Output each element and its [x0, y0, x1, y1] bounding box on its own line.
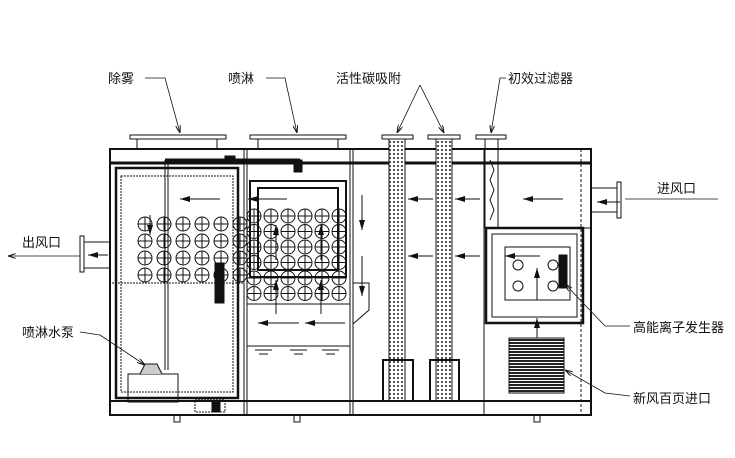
packing-ring-cross: [176, 251, 190, 265]
legs: [173, 414, 541, 423]
packing-ring-cross: [264, 209, 278, 223]
outlet-flange: [79, 235, 110, 273]
packing-ring-cross: [195, 217, 209, 231]
packing-ring-cross: [298, 286, 312, 301]
packing-ring-cross: [233, 268, 247, 282]
packing-ring-cross: [247, 240, 261, 254]
label-demister: 除雾: [108, 72, 135, 87]
spray-nozzle: [293, 159, 303, 173]
packing-ring-cross: [332, 271, 346, 285]
packing-ring-cross: [176, 268, 190, 282]
packing-ring-cross: [214, 251, 228, 265]
spray-window-inner: [257, 187, 339, 271]
fresh-air-louvre: [508, 337, 565, 394]
packing-ring-cross: [281, 240, 295, 254]
packing-ring-cross: [281, 209, 295, 223]
packing-ring-cross: [233, 251, 247, 265]
door-panel-inner: [120, 175, 234, 393]
label-spray-pump: 喷淋水泵: [22, 326, 75, 341]
packing-ring-cross: [176, 234, 190, 248]
packing-ring-cross: [298, 209, 312, 223]
packing-ring-cross: [195, 268, 209, 282]
label-ion-generator: 高能离子发生器: [633, 321, 725, 336]
leader-carbon-2: [419, 84, 444, 133]
packing-ring-cross: [332, 209, 346, 223]
packing-ring-cross: [195, 251, 209, 265]
carbon-bed-1-base: [382, 359, 414, 402]
packing-ring-cross: [298, 271, 312, 285]
label-primary-filter: 初效过滤器: [508, 72, 574, 87]
water-level-marks: [255, 349, 339, 355]
door-handle: [214, 262, 225, 304]
carbon-bed-2: [435, 138, 453, 402]
packing-ring-cross: [281, 271, 295, 285]
packing-ring-cross: [157, 217, 171, 231]
packing-ring-cross: [233, 217, 247, 231]
packing-ring-cross: [157, 251, 171, 265]
packing-ring-cross: [315, 255, 329, 270]
packing-ring-cross: [298, 255, 312, 270]
packing-ring-cross: [315, 240, 329, 254]
packing-ring-cross: [281, 224, 295, 239]
packing-ring-cross: [138, 234, 152, 248]
inlet-flange: [591, 181, 622, 219]
packing-ring-cross: [298, 240, 312, 254]
packing-ring-cross: [138, 251, 152, 265]
airflow-arrows: [88, 195, 620, 338]
label-spray: 喷淋: [228, 72, 255, 87]
ion-generator: [484, 226, 585, 325]
packing-ring-cross: [264, 255, 278, 270]
packing-ring-cross: [247, 271, 261, 285]
packing-ring-cross: [157, 268, 171, 282]
packing-ring-cross: [247, 224, 261, 239]
packing-ring-cross: [247, 286, 261, 301]
packing-ring-cross: [332, 240, 346, 254]
section-dividers: [243, 149, 582, 415]
spray-pipe: [164, 155, 303, 370]
packing-ring-cross: [195, 234, 209, 248]
label-activated-carbon: 活性碳吸附: [336, 72, 402, 87]
carbon-bed-1: [388, 138, 406, 402]
leader-demister: [145, 77, 180, 133]
packing-ring-cross: [214, 234, 228, 248]
packing-ring-cross: [247, 209, 261, 223]
packing-ring-cross: [176, 217, 190, 231]
spray-packing: [246, 208, 347, 301]
packing-ring-cross: [332, 224, 346, 239]
label-air-inlet: 进风口: [657, 182, 697, 197]
demister-packing: [137, 216, 248, 283]
packing-ring-cross: [233, 234, 247, 248]
carbon-bed-2-base: [429, 359, 460, 402]
packing-ring-cross: [315, 209, 329, 223]
leader-lines: [8, 77, 718, 397]
packing-ring-cross: [332, 286, 346, 301]
packing-ring-cross: [264, 271, 278, 285]
leader-ion-generator: [565, 284, 630, 327]
packing-ring-cross: [214, 268, 228, 282]
leader-spray: [266, 77, 297, 133]
baffle: [352, 282, 370, 325]
packing-ring-cross: [298, 224, 312, 239]
leader-louvre: [565, 370, 631, 397]
leader-spray-pump: [79, 331, 145, 365]
label-air-outlet: 出风口: [22, 236, 62, 251]
spray-pump: [127, 363, 226, 413]
packing-ring-cross: [138, 268, 152, 282]
leader-primary-filter: [491, 77, 506, 133]
packing-ring-cross: [281, 286, 295, 301]
packing-ring-cross: [332, 255, 346, 270]
packing-ring-cross: [214, 217, 228, 231]
primary-filter: [484, 139, 591, 229]
label-fresh-air-louvre: 新风百页进口: [633, 392, 712, 407]
packing-ring-cross: [157, 234, 171, 248]
packing-ring-cross: [281, 255, 295, 270]
leader-carbon-1: [397, 84, 421, 133]
packing-ring-cross: [247, 255, 261, 270]
